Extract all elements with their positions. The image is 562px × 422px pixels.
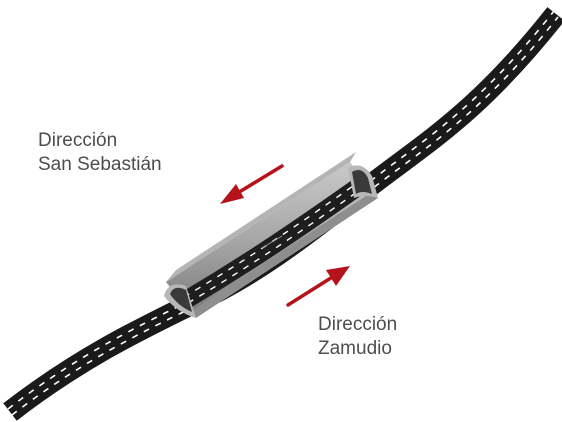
- arrow-zamudio: [286, 266, 350, 307]
- direction-label-san-sebastian: Dirección San Sebastián: [38, 129, 162, 177]
- direction-label-zamudio: Dirección Zamudio: [318, 313, 397, 361]
- direction-label-zamudio-line2: Zamudio: [318, 338, 392, 359]
- direction-label-san-sebastian-line1: Dirección: [38, 130, 118, 151]
- tunnel-structure: [166, 152, 378, 318]
- direction-label-zamudio-line1: Dirección: [318, 314, 398, 335]
- tunnel-portal-right: [348, 165, 378, 198]
- direction-label-san-sebastian-line2: San Sebastián: [38, 154, 162, 175]
- arrow-san-sebastian: [220, 164, 284, 204]
- tunnel-portal-left: [164, 284, 196, 318]
